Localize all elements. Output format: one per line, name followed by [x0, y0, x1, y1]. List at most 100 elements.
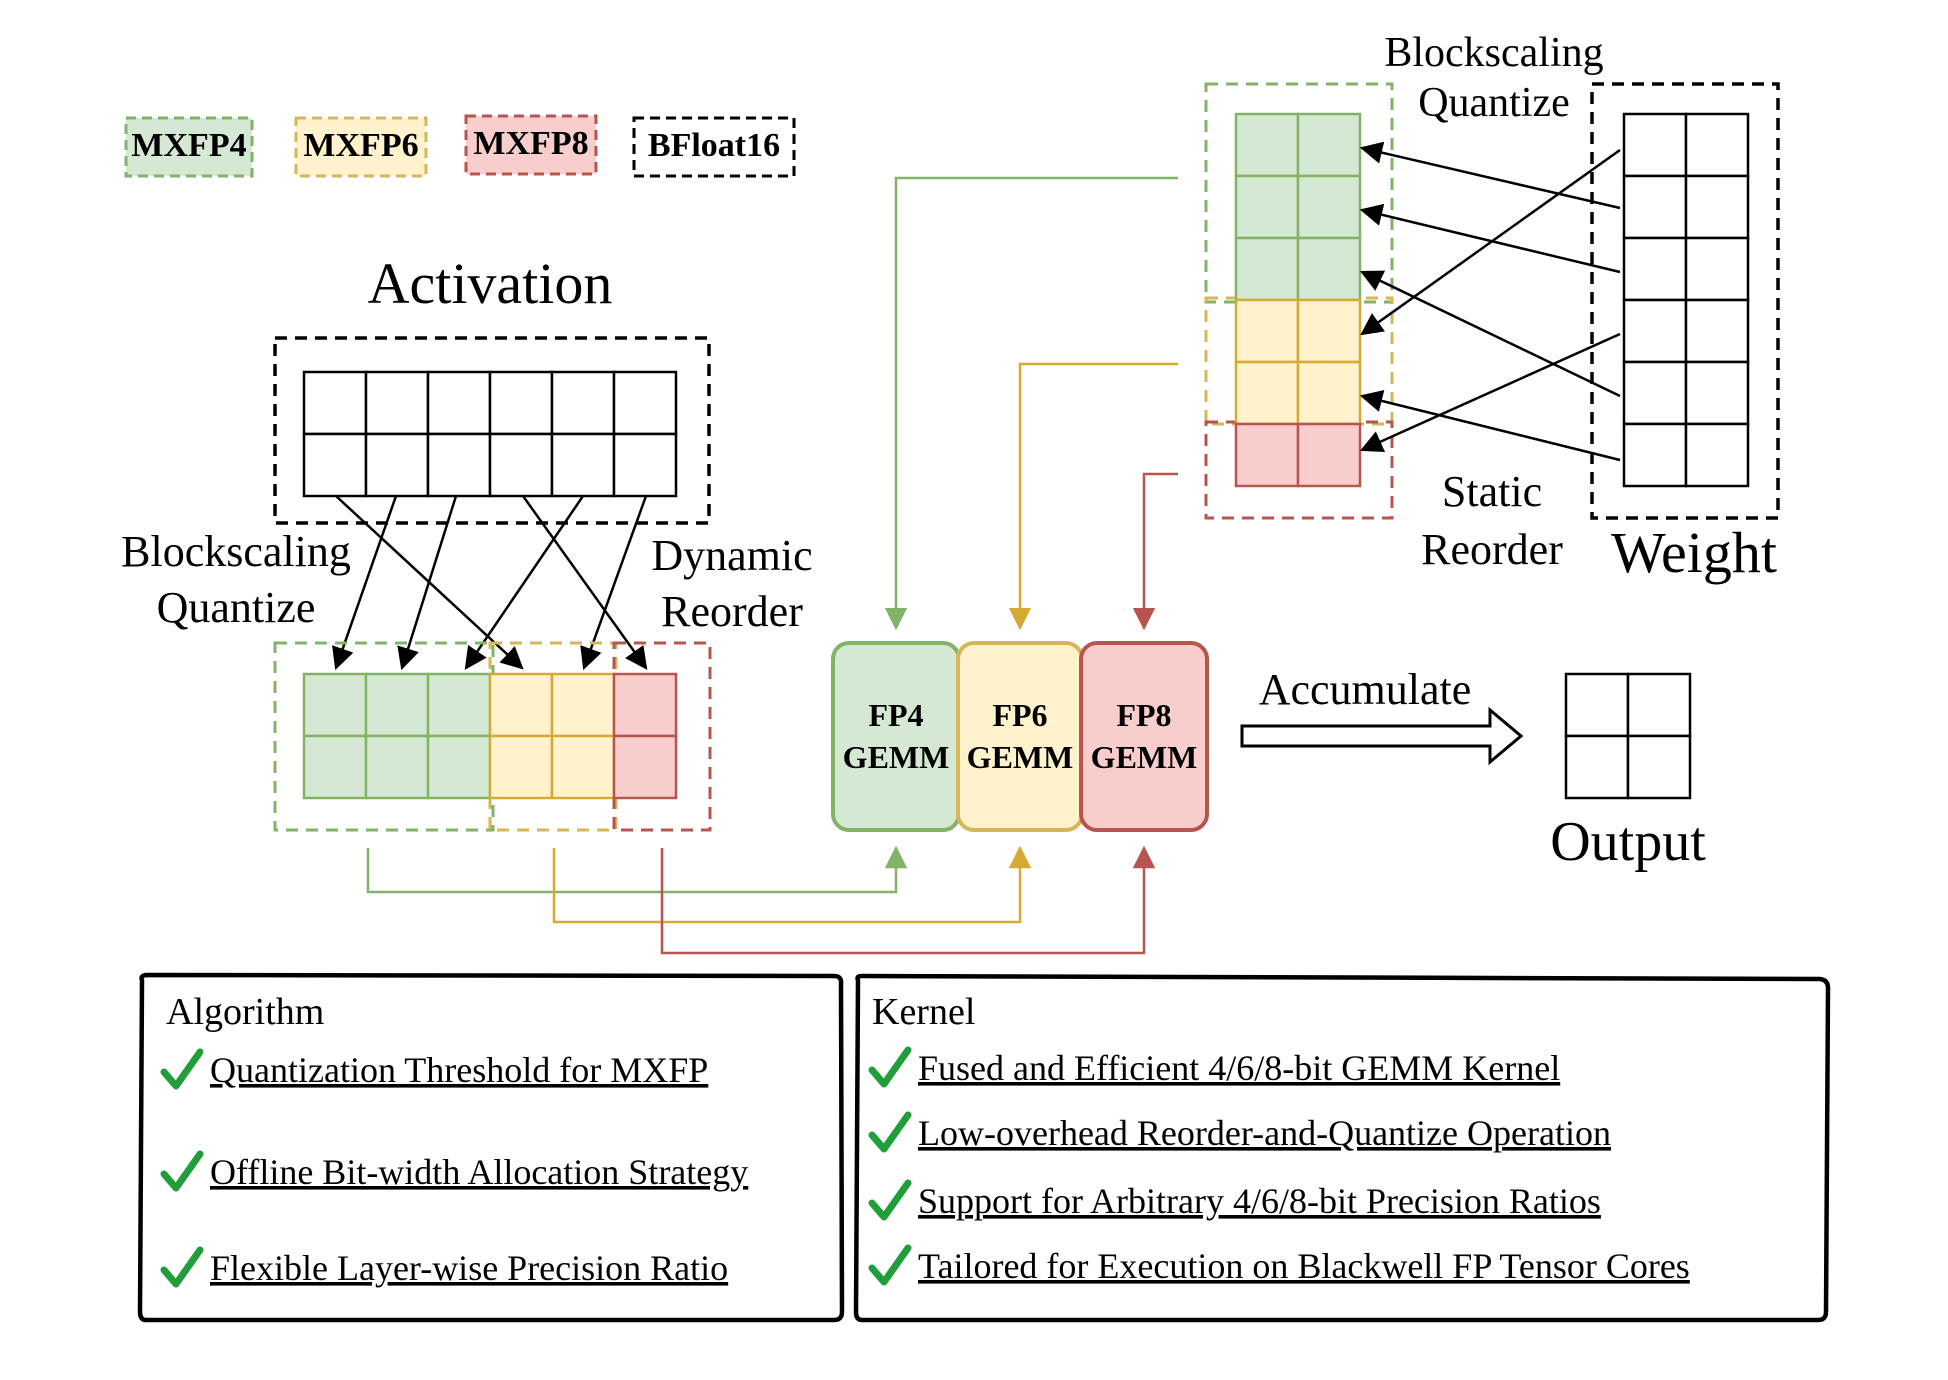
gemm-fp4-line1: FP4 [868, 697, 923, 733]
check-icon [868, 1111, 912, 1153]
gemm-fp6-line1: FP6 [992, 697, 1047, 733]
weight-quantized-cell [1296, 422, 1362, 488]
activation-cell [426, 370, 492, 436]
kernel-item: Support for Arbitrary 4/6/8-bit Precisio… [868, 1179, 1601, 1221]
activation-cell [364, 370, 430, 436]
route-w-fp8 [1132, 472, 1178, 631]
algorithm-panel: Algorithm Quantization Threshold for MXF… [137, 972, 845, 1323]
output-cell [1564, 672, 1630, 738]
legend-bfloat16: BFloat16 [632, 116, 796, 178]
activation-dynamic-label: Dynamic [651, 531, 812, 580]
activation-routes [366, 845, 1156, 955]
algorithm-title: Algorithm [166, 991, 324, 1033]
check-icon [868, 1244, 912, 1286]
legend: MXFP4 MXFP6 MXFP8 BFloat16 [124, 114, 796, 178]
weight-reorder-label: Reorder [1421, 525, 1563, 574]
activation-cell [488, 370, 554, 436]
kernel-list: Fused and Efficient 4/6/8-bit GEMM Kerne… [868, 1046, 1690, 1286]
act-arrow-3 [464, 495, 585, 670]
legend-mxfp8: MXFP8 [464, 114, 598, 176]
check-icon [868, 1179, 912, 1221]
act-arrow-1 [332, 495, 398, 671]
gemm-fp6: FP6 GEMM [956, 641, 1084, 832]
weight-quantized-cell [1234, 298, 1300, 364]
check-icon [160, 1048, 204, 1090]
act-arrow-5 [580, 495, 648, 671]
weight-quantize-label: Quantize [1418, 80, 1570, 126]
algorithm-item-label: Quantization Threshold for MXFP [210, 1050, 708, 1090]
kernel-item-label: Low-overhead Reorder-and-Quantize Operat… [918, 1113, 1611, 1153]
activation-cell [612, 370, 678, 436]
activation-cell [426, 432, 492, 498]
gemm-fp8-line2: GEMM [1091, 739, 1198, 775]
activation-bf16-matrix [273, 336, 711, 525]
activation-quantize-label: Quantize [157, 583, 316, 632]
weight-quantized-cell [1296, 174, 1362, 240]
kernel-item: Fused and Efficient 4/6/8-bit GEMM Kerne… [868, 1046, 1560, 1088]
w-arrow-1 [1359, 141, 1621, 210]
check-icon [868, 1046, 912, 1088]
output-cell [1626, 672, 1692, 738]
kernel-item-label: Support for Arbitrary 4/6/8-bit Precisio… [918, 1181, 1601, 1221]
weight-cell [1684, 174, 1750, 240]
weight-quantized-cell [1234, 360, 1300, 426]
output-grid [1564, 672, 1692, 800]
activation-quantized-cell [426, 734, 492, 800]
activation-quantized-cell [426, 672, 492, 738]
route-w-fp6 [1008, 362, 1178, 631]
algorithm-item-label: Flexible Layer-wise Precision Ratio [210, 1248, 728, 1288]
weight-bf16-matrix [1590, 82, 1780, 520]
weight-blockscaling-label: Blockscaling [1384, 30, 1603, 76]
weight-quantized-cell [1296, 236, 1362, 302]
output-cell [1564, 734, 1630, 800]
weight-cell [1622, 174, 1688, 240]
legend-mxfp4: MXFP4 [124, 116, 254, 178]
legend-label-mxfp6: MXFP6 [303, 127, 418, 164]
activation-cell [550, 432, 616, 498]
activation-quantized-cell [302, 734, 368, 800]
w-arrow-5 [1359, 389, 1621, 462]
weight-cell [1684, 422, 1750, 488]
accumulate-label: Accumulate [1259, 665, 1472, 714]
activation-cell [488, 432, 554, 498]
activation-quantized-cell [550, 672, 616, 738]
weight-cell [1684, 298, 1750, 364]
weight-quantized-cell [1296, 112, 1362, 178]
output-cell [1626, 734, 1692, 800]
activation-reorder-label: Reorder [661, 587, 803, 636]
legend-mxfp6: MXFP6 [294, 116, 428, 178]
kernel-item-label: Fused and Efficient 4/6/8-bit GEMM Kerne… [918, 1048, 1560, 1088]
gemm-fp8: FP8 GEMM [1079, 641, 1209, 832]
gemm-fp6-line2: GEMM [967, 739, 1074, 775]
route-act-fp8 [660, 845, 1156, 955]
route-act-fp6 [552, 845, 1032, 924]
activation-quantized-cell [612, 734, 678, 800]
weight-title: Weight [1611, 520, 1777, 585]
activation-quantized-cell [488, 672, 554, 738]
activation-blockscaling-label: Blockscaling [121, 527, 351, 576]
activation-quantized-cell [612, 672, 678, 738]
weight-cell [1622, 298, 1688, 364]
activation-quantized-cell [302, 672, 368, 738]
algorithm-item-label: Offline Bit-width Allocation Strategy [210, 1152, 748, 1192]
legend-label-mxfp4: MXFP4 [131, 127, 246, 164]
activation-quantized-cell [488, 734, 554, 800]
weight-quantized-cell [1234, 422, 1300, 488]
activation-cell [612, 432, 678, 498]
weight-cell [1622, 236, 1688, 302]
weight-quantized [1204, 82, 1394, 520]
act-arrow-6 [521, 495, 648, 670]
weight-cell [1622, 360, 1688, 426]
weight-cell [1684, 236, 1750, 302]
weight-quantized-cell [1234, 112, 1300, 178]
weight-routes [884, 176, 1178, 631]
weight-quantized-cell [1234, 174, 1300, 240]
kernel-title: Kernel [872, 991, 975, 1033]
weight-cell [1684, 112, 1750, 178]
activation-cell [302, 370, 368, 436]
weight-cell [1684, 360, 1750, 426]
legend-label-bfloat16: BFloat16 [648, 127, 780, 164]
weight-quantized-cell [1234, 236, 1300, 302]
activation-reorder-arrows [332, 495, 648, 671]
